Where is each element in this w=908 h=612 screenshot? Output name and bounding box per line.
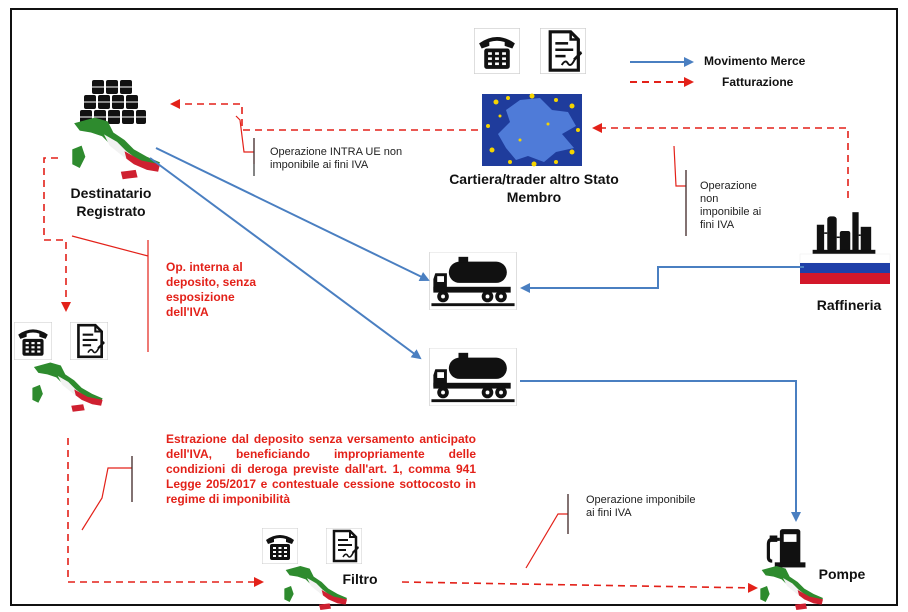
destinatario-italy-map-icon — [72, 117, 160, 180]
invoice-arrow-terza-to-filtro — [67, 438, 264, 587]
destinatario-barrels-icon — [79, 79, 147, 125]
goods-flow-arrows — [149, 147, 804, 522]
fuel-pump-icon — [762, 524, 808, 570]
node-raffineria-title: Raffineria — [816, 297, 882, 313]
callout-op-interna — [71, 235, 149, 352]
invoice-flow-arrows — [43, 99, 849, 593]
slovenia-flag-icon — [799, 253, 891, 284]
callout-imponibile — [525, 494, 569, 569]
node-pompe-title: Pompe — [818, 566, 866, 582]
callout-non-imponibile — [673, 145, 687, 236]
goods-arrow-destinatario-to-truck-lower — [149, 157, 422, 360]
invoice-arrow-filtro-to-pompe — [401, 581, 758, 593]
filtro-phone-icon — [262, 528, 298, 564]
filtro-invoice-icon — [326, 528, 362, 564]
invoice-arrow-destinatario-to-terza — [43, 157, 71, 312]
goods-arrow-destinatario-to-truck-upper — [155, 147, 430, 282]
terza-phone-icon — [14, 322, 52, 360]
callout-lines — [71, 115, 687, 569]
callout-intra-ue — [235, 115, 255, 164]
note-op-interna: Op. interna al deposito, senza esposizio… — [166, 260, 257, 319]
terza-italy-map-icon — [32, 362, 103, 412]
node-cartiera-title: Cartiera/trader altro Stato Membro — [449, 171, 619, 205]
note-non-imponibile: Operazione non imponibile ai fini IVA — [700, 180, 762, 231]
callout-estrazione — [81, 456, 133, 531]
refinery-icon — [812, 211, 876, 254]
terza-invoice-icon — [70, 322, 108, 360]
goods-arrow-truck-to-pompe — [520, 380, 801, 522]
node-filtro-title: Filtro — [342, 571, 378, 587]
cartiera-phone-icon — [474, 28, 520, 74]
tanker-truck-icon-lower — [429, 348, 517, 406]
note-intra-ue: Operazione INTRA UE non imponibile ai fi… — [270, 146, 403, 171]
legend-goods-label: Movimento Merce — [704, 54, 806, 68]
note-imponibile: Operazione imponibile ai fini IVA — [586, 494, 696, 519]
diagram-frame — [10, 8, 898, 606]
cartiera-invoice-icon — [540, 28, 586, 74]
goods-arrow-raffineria-to-truck — [520, 266, 804, 293]
tanker-truck-icon-upper — [429, 252, 517, 310]
legend-invoice-label: Fatturazione — [722, 75, 794, 89]
node-destinatario-title: Destinatario Registrato — [70, 185, 152, 219]
europe-map-icon — [482, 93, 582, 167]
invoice-arrow-cartiera-to-destinatario — [170, 99, 478, 131]
note-estrazione: Estrazione dal deposito senza versamento… — [166, 432, 476, 506]
